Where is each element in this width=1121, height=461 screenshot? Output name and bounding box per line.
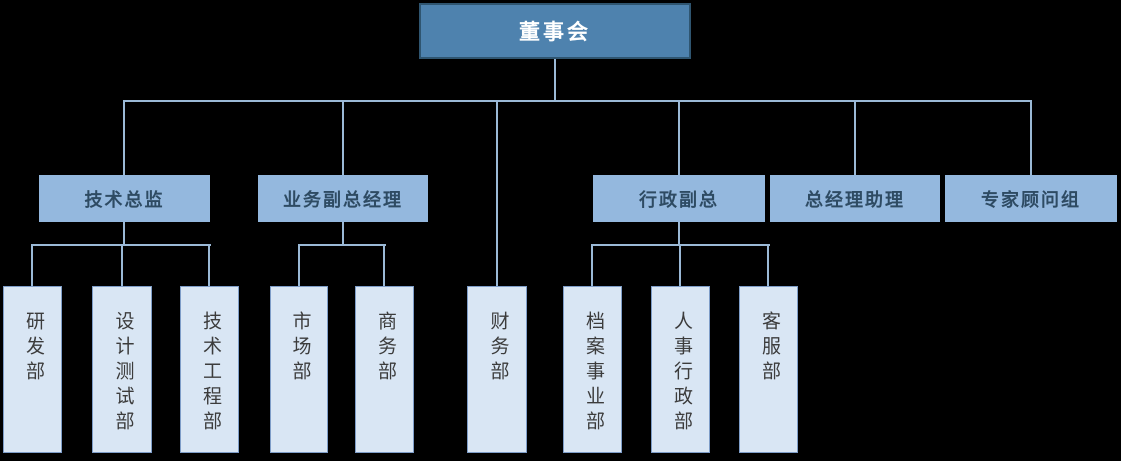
connector-drop-finance: [496, 100, 498, 287]
dept-finance-label: 财务部: [487, 311, 509, 386]
connector-admin-deputy-stem: [678, 221, 680, 246]
dept-design-testing: 设计测试部: [92, 286, 152, 453]
dept-archives-label: 档案事业部: [582, 311, 604, 436]
dept-customer-service-label: 客服部: [758, 311, 780, 386]
dept-marketing-label: 市场部: [289, 311, 311, 386]
dept-commerce: 商务部: [355, 286, 414, 453]
org-node-board-label: 董事会: [519, 21, 591, 44]
connector-drop-hr-admin: [679, 244, 681, 287]
org-node-technical-director-label: 技术总监: [84, 189, 165, 210]
dept-customer-service: 客服部: [739, 286, 798, 453]
dept-tech-engineering-label: 技术工程部: [199, 311, 221, 436]
org-node-admin-deputy-gm: 行政副总: [593, 175, 765, 222]
dept-rd: 研发部: [3, 286, 62, 453]
connector-level1-hline: [123, 100, 1032, 102]
connector-business-deputy-stem: [342, 221, 344, 246]
org-node-gm-assistant-label: 总经理助理: [805, 189, 905, 210]
connector-business-deputy-hline: [298, 244, 386, 246]
connector-drop-business-deputy-gm: [342, 100, 344, 175]
connector-drop-technical-director: [123, 100, 125, 175]
dept-tech-engineering: 技术工程部: [180, 286, 239, 453]
connector-drop-design-testing: [121, 244, 123, 287]
org-node-expert-advisory-group: 专家顾问组: [945, 175, 1117, 222]
connector-technical-director-stem: [123, 221, 125, 246]
dept-commerce-label: 商务部: [374, 311, 396, 386]
org-node-expert-advisory-group-label: 专家顾问组: [981, 189, 1081, 210]
connector-drop-expert-advisory-group: [1030, 100, 1032, 175]
connector-root-drop: [554, 59, 556, 101]
connector-drop-commerce: [383, 244, 385, 287]
connector-drop-customer-service: [767, 244, 769, 287]
org-node-admin-deputy-gm-label: 行政副总: [639, 189, 719, 210]
org-node-gm-assistant: 总经理助理: [770, 175, 940, 222]
connector-drop-rd: [31, 244, 33, 287]
dept-rd-label: 研发部: [22, 311, 44, 386]
dept-marketing: 市场部: [270, 286, 328, 453]
org-node-board: 董事会: [419, 3, 691, 59]
connector-drop-marketing: [298, 244, 300, 287]
connector-drop-gm-assistant: [854, 100, 856, 175]
connector-drop-tech-engineering: [208, 244, 210, 287]
dept-hr-admin-label: 人事行政部: [670, 311, 692, 436]
dept-finance: 财务部: [467, 286, 527, 453]
connector-drop-archives: [591, 244, 593, 287]
org-node-technical-director: 技术总监: [39, 175, 210, 222]
dept-archives: 档案事业部: [563, 286, 622, 453]
org-node-business-deputy-gm: 业务副总经理: [258, 175, 428, 222]
dept-design-testing-label: 设计测试部: [112, 311, 134, 436]
dept-hr-admin: 人事行政部: [651, 286, 710, 453]
org-node-business-deputy-gm-label: 业务副总经理: [283, 189, 403, 210]
connector-drop-admin-deputy-gm: [678, 100, 680, 175]
